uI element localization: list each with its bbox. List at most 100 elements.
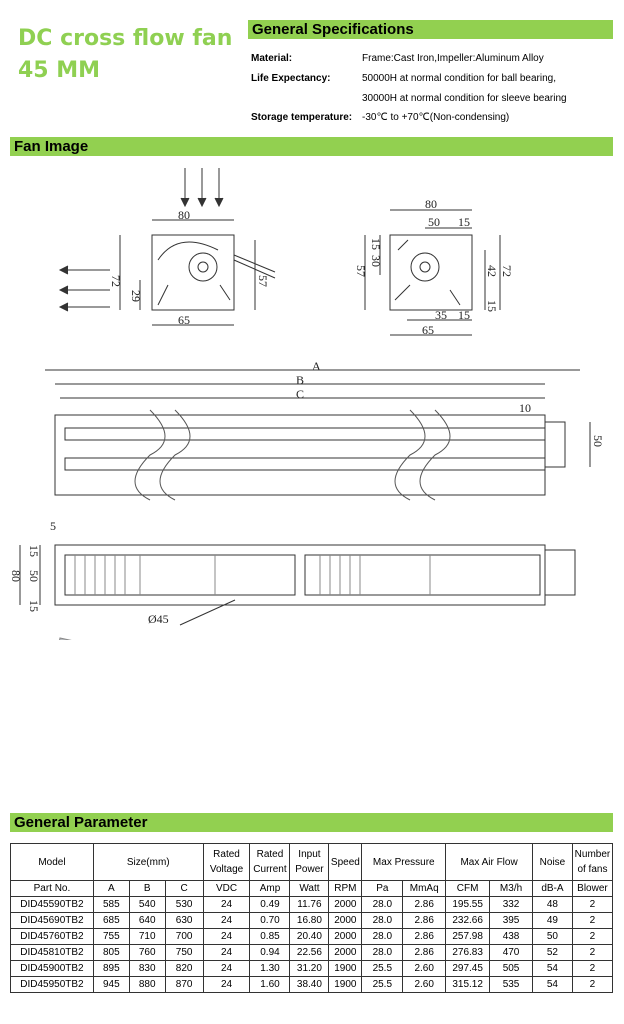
header-cell: Rated Voltage [202, 843, 251, 881]
table-cell: 540 [128, 896, 166, 913]
spec-label-life: Life Expectancy: [251, 73, 331, 84]
table-cell: 585 [92, 896, 130, 913]
svg-text:65: 65 [178, 313, 190, 327]
table-cell: DID45950TB2 [10, 976, 94, 993]
table-cell: 24 [202, 960, 251, 977]
table-cell: 2.86 [402, 944, 447, 961]
header-cell: Size(mm) [92, 843, 204, 881]
table-cell: DID45810TB2 [10, 944, 94, 961]
table-cell: B [128, 880, 166, 897]
table-cell: 2 [571, 976, 614, 993]
table-cell: 438 [489, 928, 533, 945]
table-cell: 0.49 [249, 896, 291, 913]
table-cell: 49 [531, 912, 573, 929]
table-cell: 38.40 [289, 976, 330, 993]
table-cell: M3/h [489, 880, 533, 897]
side-view [19, 544, 576, 626]
table-cell: 20.40 [289, 928, 330, 945]
table-cell: 1900 [328, 960, 363, 977]
svg-text:15: 15 [27, 545, 41, 557]
table-cell: 31.20 [289, 960, 330, 977]
table-cell: 1900 [328, 976, 363, 993]
table-cell: 24 [202, 928, 251, 945]
table-cell: 630 [164, 912, 204, 929]
svg-text:50: 50 [591, 435, 605, 447]
header-cell: Input Power [289, 843, 330, 881]
header-cell: Max Air Flow [445, 843, 533, 881]
table-cell: 54 [531, 960, 573, 977]
fan-image-heading: Fan Image [10, 137, 613, 156]
svg-text:5: 5 [50, 519, 56, 533]
table-cell: 755 [92, 928, 130, 945]
table-cell: 1.30 [249, 960, 291, 977]
table-cell: 870 [164, 976, 204, 993]
table-cell: Amp [249, 880, 291, 897]
table-cell: RPM [328, 880, 363, 897]
table-cell: 710 [128, 928, 166, 945]
general-parameter-heading: General Parameter [10, 813, 613, 832]
header-cell: Number of fans [571, 843, 614, 881]
table-cell: 28.0 [361, 912, 404, 929]
table-cell: 895 [92, 960, 130, 977]
svg-text:15: 15 [369, 238, 383, 250]
svg-text:65: 65 [422, 323, 434, 337]
table-cell: MmAq [402, 880, 447, 897]
table-cell: 2 [571, 944, 614, 961]
table-cell: 2000 [328, 944, 363, 961]
table-cell: 0.70 [249, 912, 291, 929]
table-cell: 232.66 [445, 912, 491, 929]
table-cell: 0.85 [249, 928, 291, 945]
table-cell: DID45590TB2 [10, 896, 94, 913]
table-cell: 48 [531, 896, 573, 913]
table-cell: 28.0 [361, 928, 404, 945]
table-cell: DID45760TB2 [10, 928, 94, 945]
header-cell: Model [10, 843, 94, 881]
end-view-left [58, 168, 276, 326]
table-cell: 25.5 [361, 960, 404, 977]
svg-text:72: 72 [109, 275, 123, 287]
product-title-line2: 45 MM [18, 58, 101, 83]
table-cell: 332 [489, 896, 533, 913]
table-cell: Watt [289, 880, 330, 897]
header-cell: Noise [531, 843, 573, 881]
end-view-right [364, 209, 501, 336]
table-cell: 820 [164, 960, 204, 977]
table-cell: 760 [128, 944, 166, 961]
table-cell: 2 [571, 896, 614, 913]
table-cell: 880 [128, 976, 166, 993]
table-cell: 2000 [328, 912, 363, 929]
header-row-1: Model Size(mm) Rated Voltage Rated Curre… [10, 843, 614, 881]
svg-text:29: 29 [129, 290, 143, 302]
table-cell: 830 [128, 960, 166, 977]
svg-text:15: 15 [485, 300, 499, 312]
svg-text:Ø45: Ø45 [148, 612, 169, 626]
svg-text:B: B [296, 373, 304, 387]
table-cell: 2000 [328, 896, 363, 913]
table-cell: 2.60 [402, 976, 447, 993]
table-cell: 28.0 [361, 944, 404, 961]
header-cell: Speed [328, 843, 363, 881]
table-cell: 276.83 [445, 944, 491, 961]
table-cell: 535 [489, 976, 533, 993]
table-cell: DID45900TB2 [10, 960, 94, 977]
table-cell: 700 [164, 928, 204, 945]
svg-text:15: 15 [458, 308, 470, 322]
spec-value-life-2: 30000H at normal condition for sleeve be… [362, 93, 567, 104]
table-cell: 2 [571, 960, 614, 977]
table-cell: 24 [202, 944, 251, 961]
table-cell: 2.86 [402, 912, 447, 929]
table-cell: 24 [202, 896, 251, 913]
dim-label: 80 [178, 208, 190, 222]
svg-text:15: 15 [27, 600, 41, 612]
spec-label-material: Material: [251, 53, 293, 64]
table-cell: 52 [531, 944, 573, 961]
table-cell: 945 [92, 976, 130, 993]
table-cell: 315.12 [445, 976, 491, 993]
svg-text:35: 35 [435, 308, 447, 322]
table-cell: dB-A [531, 880, 573, 897]
spec-value-storage: -30℃ to +70℃(Non-condensing) [362, 112, 510, 123]
svg-text:57: 57 [354, 265, 368, 277]
